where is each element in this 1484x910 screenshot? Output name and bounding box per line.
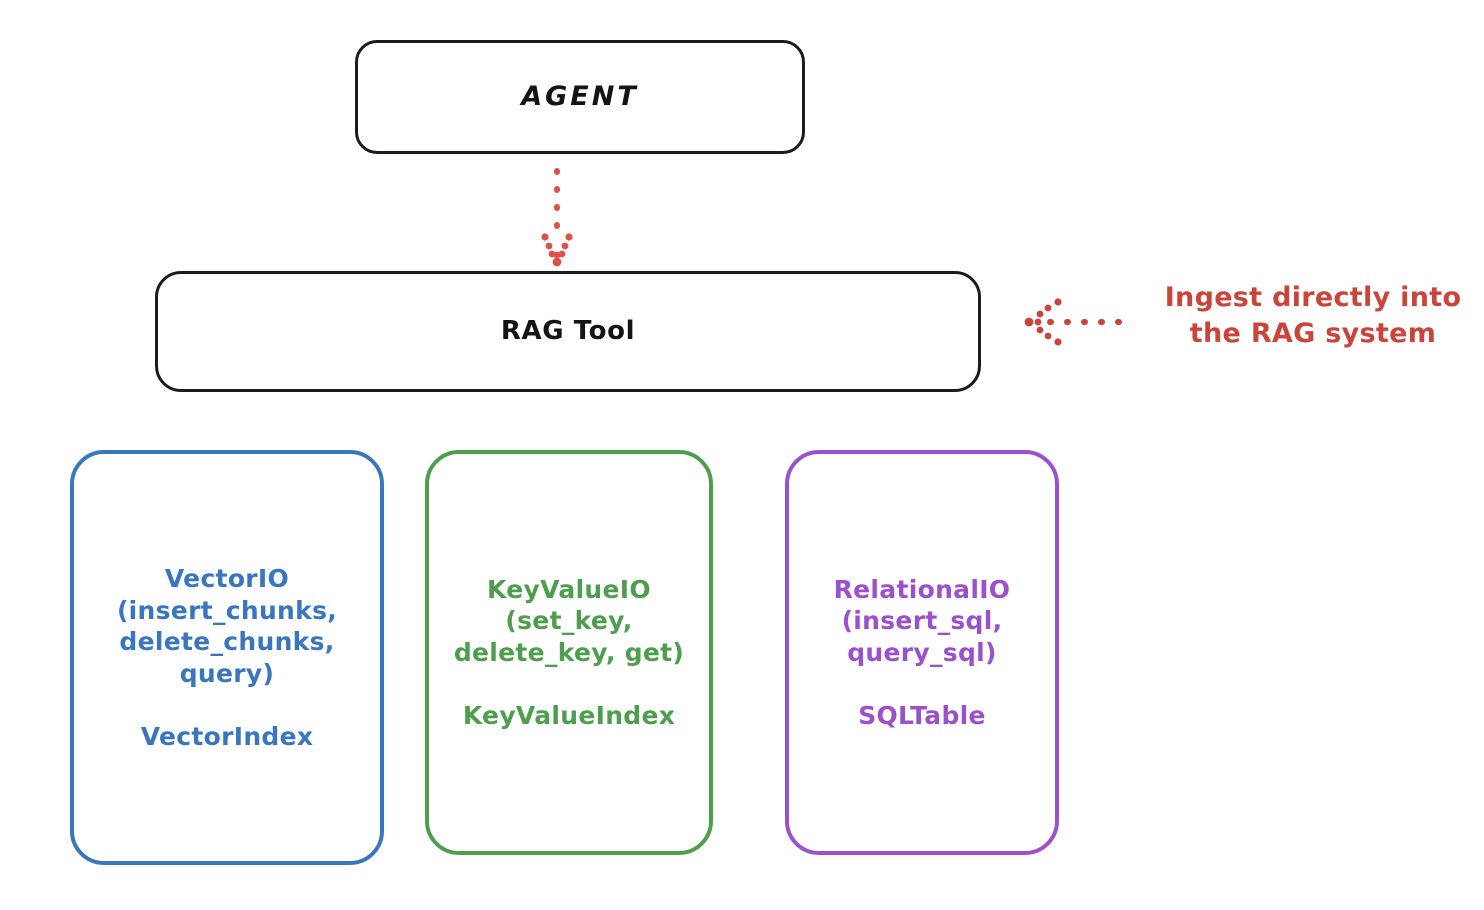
node-agent[interactable]: AGENT bbox=[355, 40, 805, 154]
node-relationalio[interactable]: RelationalIO (insert_sql, query_sql) SQL… bbox=[785, 450, 1059, 855]
node-relationalio-label: RelationalIO (insert_sql, query_sql) SQL… bbox=[833, 574, 1011, 730]
node-agent-label: AGENT bbox=[521, 80, 639, 112]
node-rag-tool[interactable]: RAG Tool bbox=[155, 271, 981, 392]
node-vectorio-label: VectorIO (insert_chunks, delete_chunks, … bbox=[116, 564, 338, 751]
node-keyvalueio-label: KeyValueIO (set_key, delete_key, get) Ke… bbox=[453, 574, 685, 730]
node-rag-tool-label: RAG Tool bbox=[500, 316, 636, 347]
connector-agent-to-rag-tool bbox=[541, 168, 573, 267]
node-vectorio[interactable]: VectorIO (insert_chunks, delete_chunks, … bbox=[70, 450, 384, 865]
node-keyvalueio[interactable]: KeyValueIO (set_key, delete_key, get) Ke… bbox=[425, 450, 713, 855]
connector-ingest-arrow bbox=[1024, 298, 1135, 346]
annotation-ingest-directly: Ingest directly into the RAG system bbox=[1164, 282, 1462, 349]
